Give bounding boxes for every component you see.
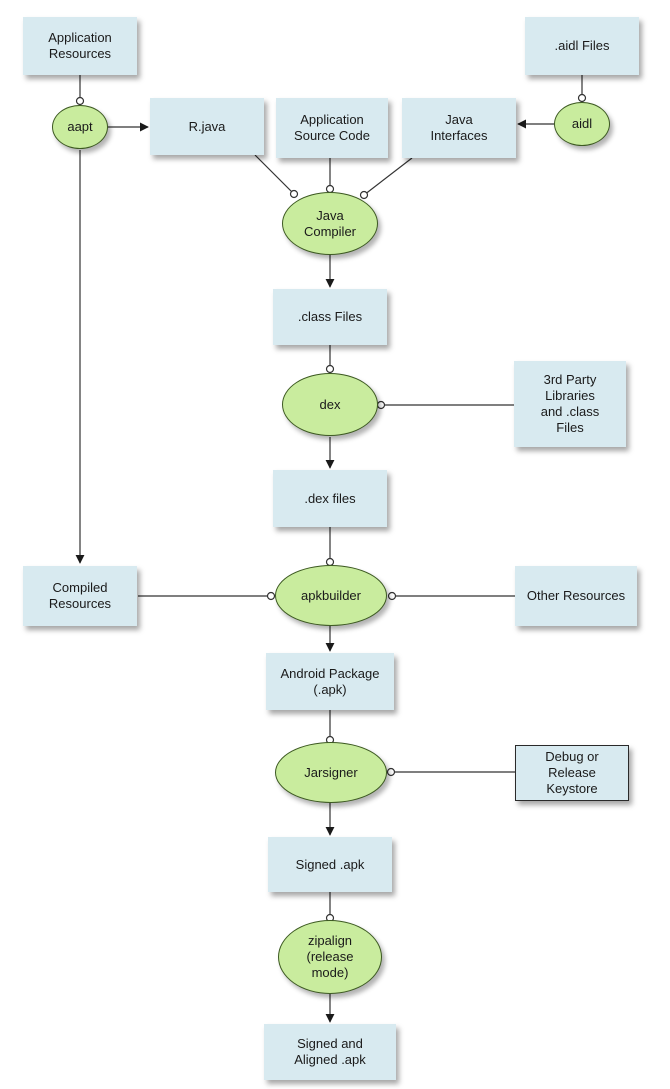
node-compiled-resources: Compiled Resources [23,566,137,626]
node-aidl: aidl [554,102,610,146]
connector-dot [266,591,276,601]
connector-dot [359,190,369,200]
node-android-package: Android Package (.apk) [266,653,394,710]
node-dex: dex [282,373,378,436]
connector-dot [387,591,397,601]
connector-dot [289,189,299,199]
node-java-interfaces: Java Interfaces [402,98,516,158]
node-application-source-code: Application Source Code [276,98,388,158]
node-aapt: aapt [52,105,108,149]
connector-dot [577,93,587,103]
node-r-java: R.java [150,98,264,155]
node-keystore: Debug or Release Keystore [515,745,629,801]
node-dex-files: .dex files [273,470,387,527]
node-java-compiler: Java Compiler [282,192,378,255]
node-aidl-files: .aidl Files [525,17,639,75]
connector-dot [386,767,396,777]
node-signed-aligned-apk: Signed and Aligned .apk [264,1024,396,1080]
node-jarsigner: Jarsigner [275,742,387,803]
edge-rjava-compiler [254,154,295,195]
node-apkbuilder: apkbuilder [275,565,387,626]
node-other-resources: Other Resources [515,566,637,626]
node-zipalign: zipalign (release mode) [278,920,382,994]
node-class-files: .class Files [273,289,387,345]
node-third-party-libraries: 3rd Party Libraries and .class Files [514,361,626,447]
connector-dot [325,364,335,374]
edge-interfaces-compiler [363,157,413,196]
connector-dot [75,96,85,106]
connector-dot [376,400,386,410]
node-signed-apk: Signed .apk [268,837,392,892]
node-application-resources: Application Resources [23,17,137,75]
